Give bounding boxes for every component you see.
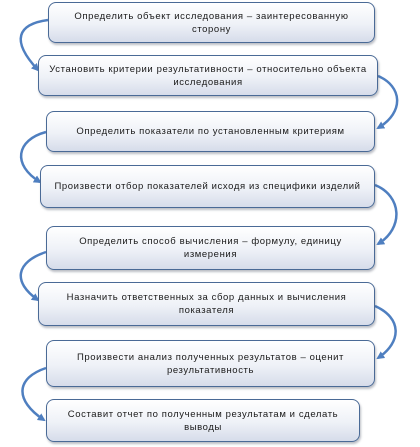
step-2-set-criteria: Установить критерии результативности – о… (38, 55, 378, 96)
connector-arrow-5-6 (19, 250, 47, 302)
step-3-text: Определить показатели по установленным к… (76, 126, 345, 137)
connector-arrow-3-4 (20, 130, 47, 184)
step-4-select-indicators: Произвести отбор показателей исходя из с… (40, 165, 375, 208)
step-8-write-report: Составит отчет по полученным результатам… (46, 399, 360, 442)
step-2-text: Установить критерии результативности – о… (49, 63, 367, 88)
connector-arrow-2-3 (376, 74, 399, 130)
step-3-define-indicators: Определить показатели по установленным к… (46, 111, 375, 152)
step-5-calculation-method: Определить способ вычисления – формулу, … (46, 226, 375, 270)
connector-arrow-4-5 (374, 183, 398, 246)
step-5-text: Определить способ вычисления – формулу, … (79, 236, 342, 260)
connector-arrow-7-8 (21, 366, 47, 422)
connector-arrow-6-7 (374, 304, 397, 360)
step-7-analyze-results: Произвести анализ полученных результатов… (46, 340, 375, 387)
step-6-assign-responsible: Назначить ответственных за сбор данных и… (38, 282, 375, 326)
step-1-define-object: Определить объект исследования – заинтер… (48, 2, 375, 43)
step-1-text: Определить объект исследования – заинтер… (74, 10, 349, 35)
step-7-text: Произвести анализ полученных результатов… (76, 351, 344, 376)
step-4-text: Произвести отбор показателей исходя из с… (54, 181, 361, 192)
connector-arrow-1-2 (19, 18, 49, 72)
step-6-text: Назначить ответственных за сбор данных и… (66, 292, 347, 316)
step-8-text: Составит отчет по полученным результатам… (67, 408, 339, 433)
